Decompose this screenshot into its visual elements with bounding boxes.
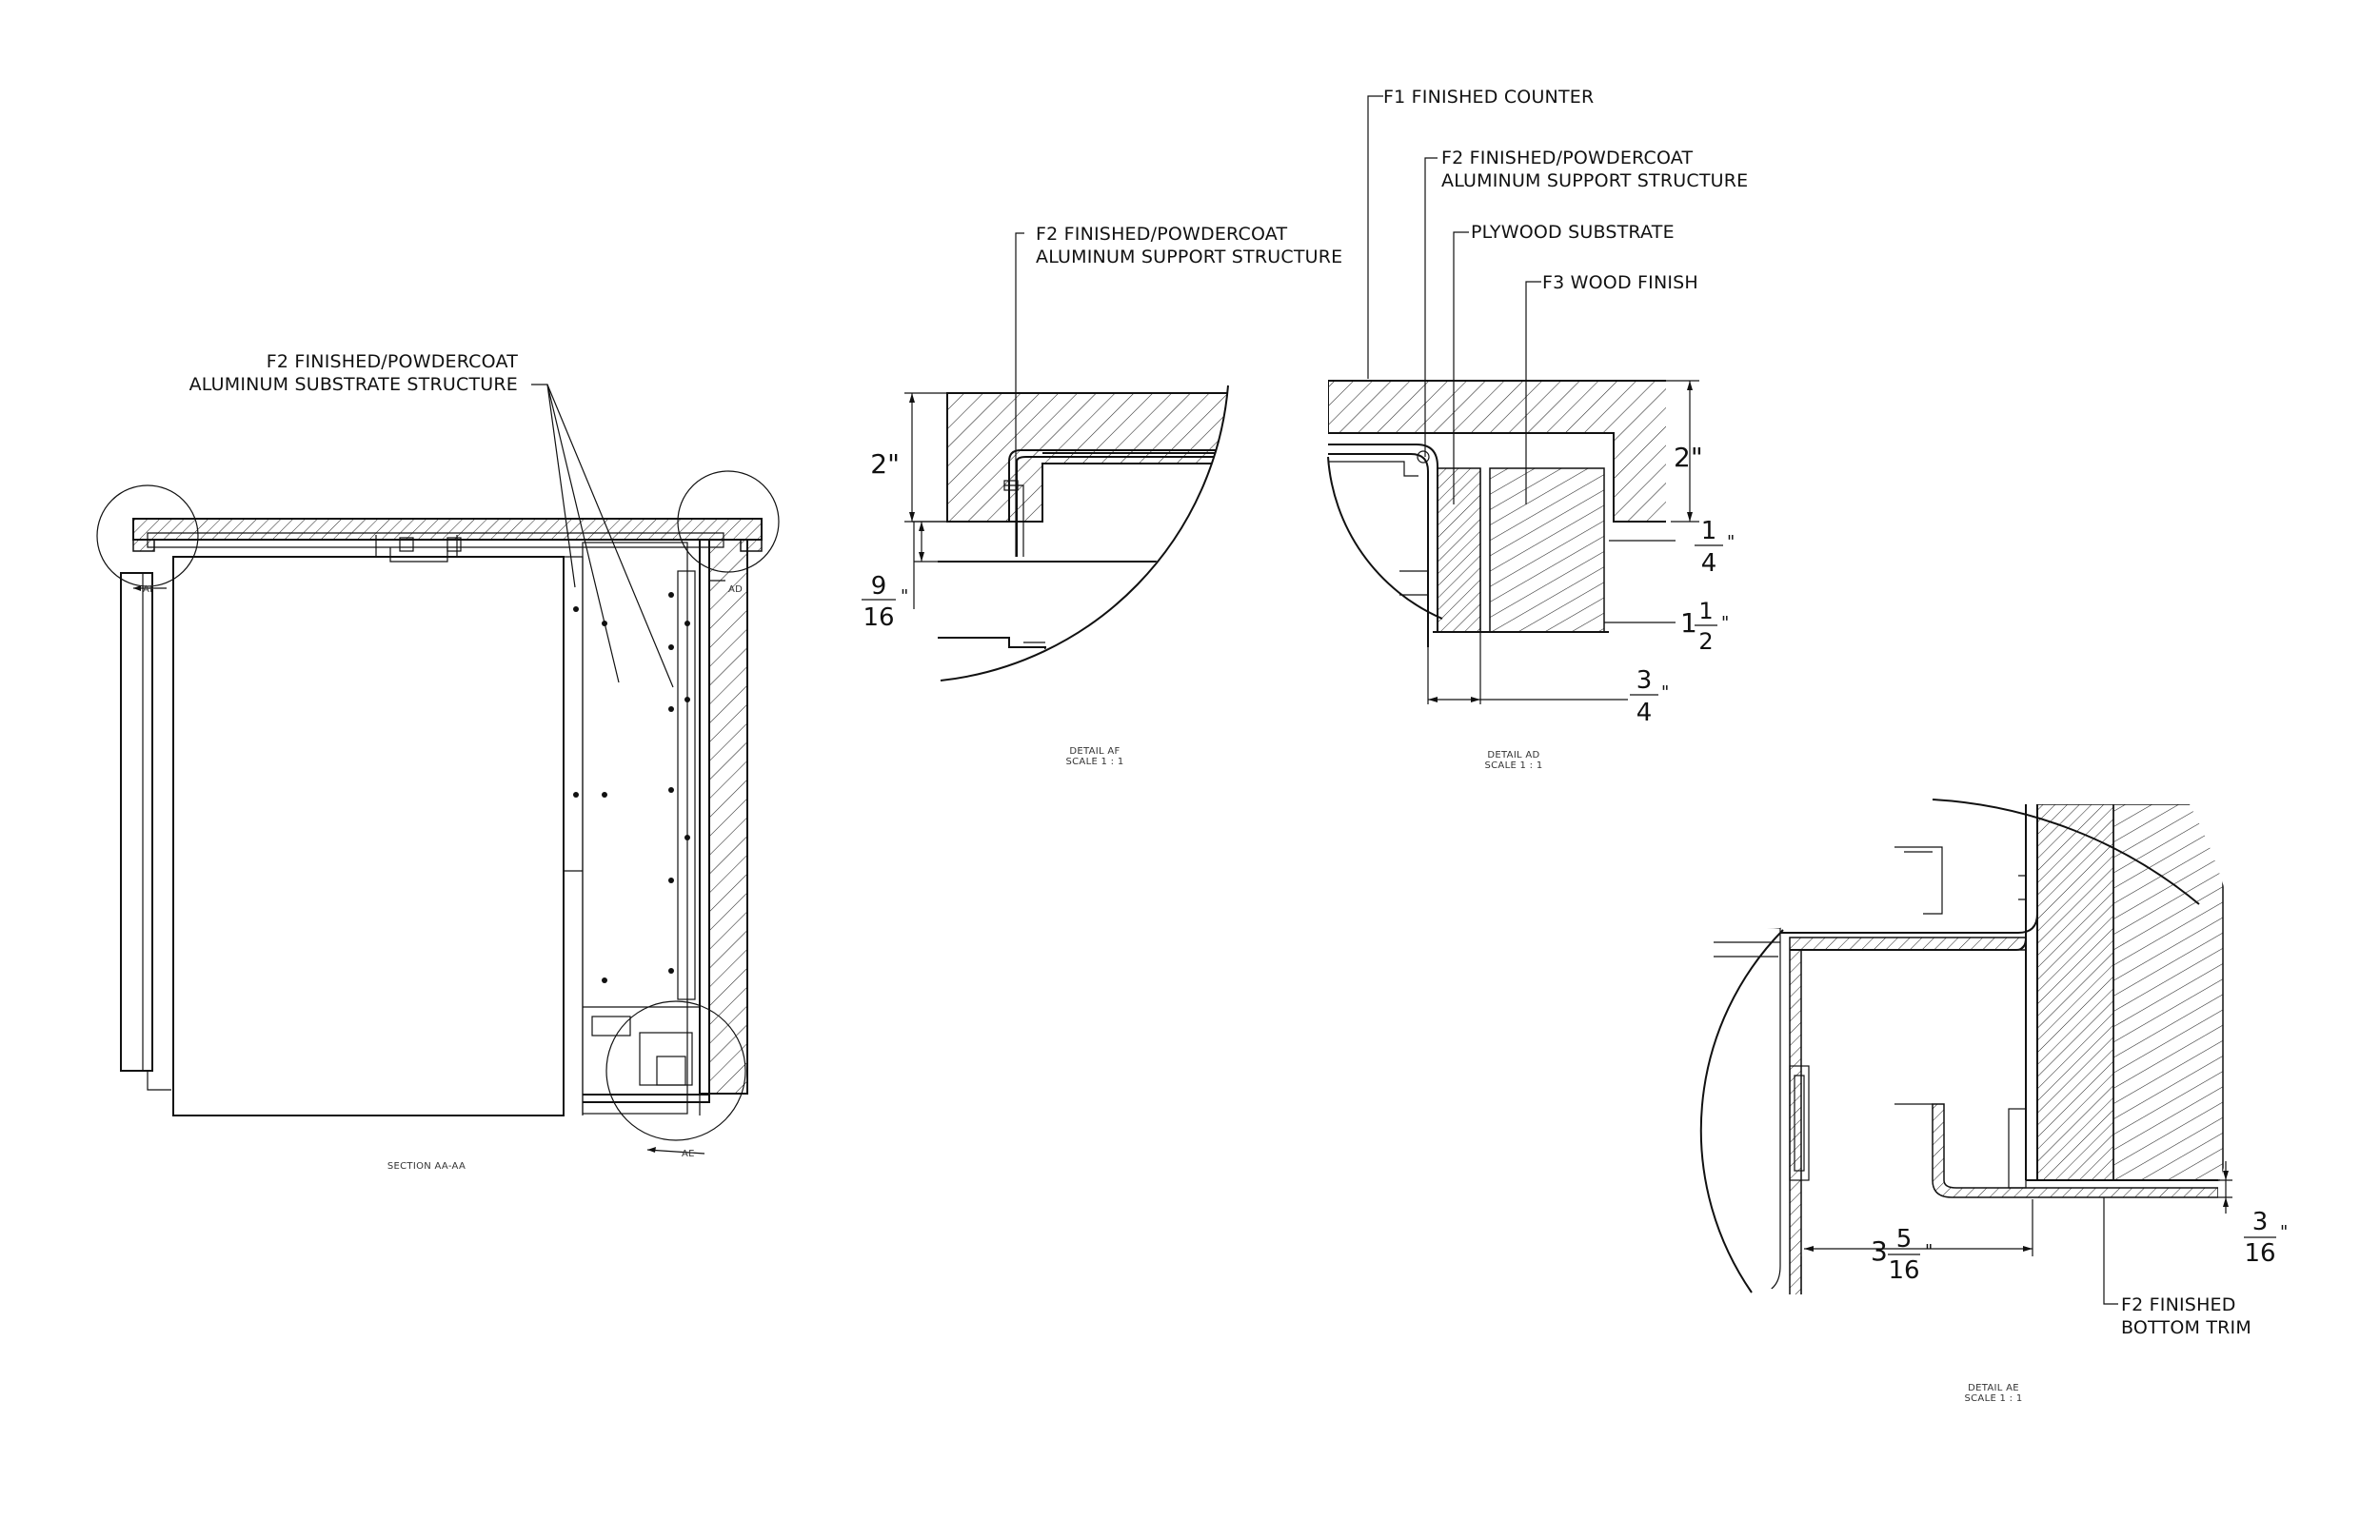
ad-dim-quarter-num: 1 xyxy=(1701,517,1717,545)
section-cabinet-body xyxy=(172,556,565,1116)
detail-af-view: F2 FINISHED/POWDERCOAT ALUMINUM SUPPORT … xyxy=(862,224,1342,767)
ad-dim-three-den: 4 xyxy=(1636,699,1653,727)
ad-dim-height: 2" xyxy=(1674,442,1703,473)
af-dim-gap-num: 9 xyxy=(871,572,887,601)
callout-af-label: AF xyxy=(143,584,155,595)
af-caption-line2: SCALE 1 : 1 xyxy=(1066,757,1124,767)
ae-dim-trim-den: 16 xyxy=(2244,1239,2275,1268)
ae-dim-offset-num: 5 xyxy=(1896,1225,1913,1254)
ae-label-trim-line1: F2 FINISHED xyxy=(2121,1294,2236,1315)
ad-caption-line2: SCALE 1 : 1 xyxy=(1485,760,1543,771)
ad-dim-inch-num: 1 xyxy=(1698,598,1713,624)
ae-label-trim-line2: BOTTOM TRIM xyxy=(2121,1317,2251,1338)
ad-dim-inch-unit: " xyxy=(1721,613,1729,633)
af-dim-height: 2" xyxy=(870,448,900,480)
ad-label-counter: F1 FINISHED COUNTER xyxy=(1383,87,1594,108)
ae-dim-trim-unit: " xyxy=(2280,1222,2288,1242)
ae-bottom-trim xyxy=(1932,1103,2219,1198)
ad-dim-quarter-den: 4 xyxy=(1701,549,1717,578)
af-dim-gap-den: 16 xyxy=(863,603,894,632)
section-label-line1: F2 FINISHED/POWDERCOAT xyxy=(267,351,518,372)
af-label-line1: F2 FINISHED/POWDERCOAT xyxy=(1036,224,1287,245)
callout-ad-label: AD xyxy=(728,584,743,595)
ae-caption-line2: SCALE 1 : 1 xyxy=(1965,1393,2023,1404)
ae-dim-trim-num: 3 xyxy=(2252,1208,2269,1236)
detail-ad-view: F1 FINISHED COUNTER F2 FINISHED/POWDERCO… xyxy=(1327,87,1748,771)
callout-circle-ad xyxy=(677,470,780,573)
ad-dim-inch-den: 2 xyxy=(1698,628,1713,655)
ad-label-wood: F3 WOOD FINISH xyxy=(1542,272,1698,293)
section-aa-view: F2 FINISHED/POWDERCOAT ALUMINUM SUBSTRAT… xyxy=(96,351,780,1172)
callout-circle-ae xyxy=(605,1000,746,1141)
ae-caption-line1: DETAIL AE xyxy=(1968,1383,2019,1393)
section-side-wall xyxy=(708,539,748,1095)
ad-label-support-line2: ALUMINUM SUPPORT STRUCTURE xyxy=(1441,170,1748,191)
section-fasteners xyxy=(573,592,690,983)
ad-label-plywood: PLYWOOD SUBSTRATE xyxy=(1471,222,1675,243)
ad-dim-inch-whole: 1 xyxy=(1680,607,1697,639)
callout-ae-label: AE xyxy=(682,1149,695,1159)
ad-label-support-line1: F2 FINISHED/POWDERCOAT xyxy=(1441,148,1693,168)
ae-dim-offset-whole: 3 xyxy=(1871,1235,1888,1267)
ad-wood-finish xyxy=(1489,467,1605,633)
af-caption-line1: DETAIL AF xyxy=(1069,746,1120,757)
ad-plywood-substrate xyxy=(1437,467,1481,633)
ad-dim-quarter-unit: " xyxy=(1727,532,1735,552)
section-counter-top xyxy=(132,518,763,541)
callout-circle-af xyxy=(96,484,199,587)
ad-dim-three-num: 3 xyxy=(1636,666,1653,695)
detail-ae-view: 3 5 16 " 3 16 " F2 FINISHED BOTTOM TRIM … xyxy=(1695,799,2288,1404)
ae-side-wall xyxy=(2036,804,2114,1181)
ad-caption-line1: DETAIL AD xyxy=(1487,750,1539,760)
ae-dim-offset-unit: " xyxy=(1925,1241,1933,1261)
ad-dim-three-unit: " xyxy=(1661,682,1669,702)
section-door xyxy=(120,572,153,1072)
ae-dim-offset-den: 16 xyxy=(1888,1256,1919,1285)
af-label-line2: ALUMINUM SUPPORT STRUCTURE xyxy=(1036,247,1342,267)
af-dim-gap-unit: " xyxy=(901,586,908,606)
section-label-line2: ALUMINUM SUBSTRATE STRUCTURE xyxy=(189,374,518,395)
ad-counter-section xyxy=(1327,380,1666,523)
section-caption: SECTION AA-AA xyxy=(387,1161,466,1172)
